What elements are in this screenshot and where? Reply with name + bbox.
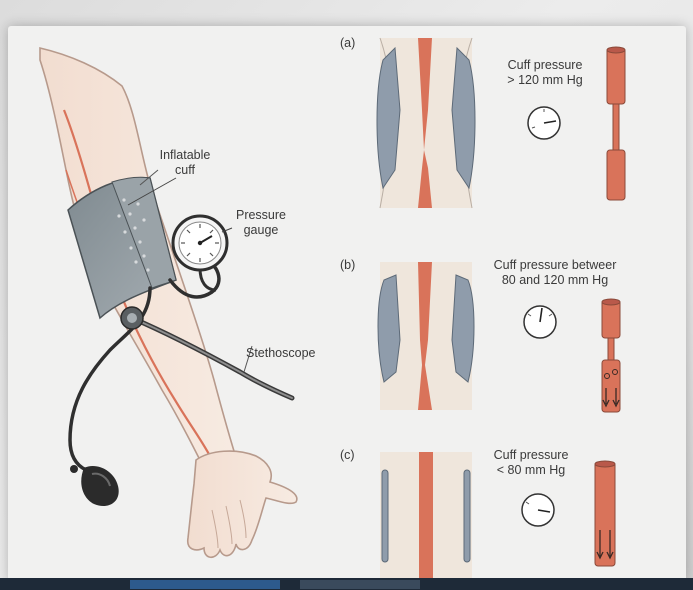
caption-a: Cuff pressure > 120 mm Hg <box>490 58 600 88</box>
panel-tag-b: (b) <box>340 258 356 272</box>
artery-tube-icon <box>594 460 616 567</box>
artery-tube-icon <box>601 298 621 413</box>
caption-line: > 120 mm Hg <box>507 73 583 87</box>
cuff-block-left <box>376 46 401 190</box>
artery-segment <box>418 38 432 150</box>
label-line: gauge <box>243 223 279 237</box>
label-pressure-gauge: Pressure gauge <box>226 208 296 238</box>
pressure-gauge-icon <box>171 214 229 292</box>
label-stethoscope: Stethoscope <box>246 346 316 360</box>
cuff-block-right <box>451 46 476 190</box>
caption-line: 80 and 120 mm Hg <box>501 273 609 287</box>
label-line: Inflatable <box>159 148 211 162</box>
panel-a <box>376 37 626 209</box>
taskbar-item[interactable] <box>300 580 420 589</box>
caption-line: Cuff pressure <box>507 58 583 72</box>
panel-b <box>377 262 621 413</box>
label-inflatable-cuff: Inflatable cuff <box>150 148 220 178</box>
gauge-icon <box>523 305 557 339</box>
panel-c <box>380 452 616 578</box>
caption-line: Cuff pressure <box>493 448 569 462</box>
panel-tag-a: (a) <box>340 36 356 50</box>
gauge-icon <box>527 106 561 140</box>
hand <box>186 450 298 559</box>
gauge-icon <box>521 493 555 527</box>
artery-segment <box>418 262 432 410</box>
caption-line: Cuff pressure betweer <box>493 258 617 272</box>
hand-pump-bulb-icon <box>70 465 119 506</box>
panel-tag-c: (c) <box>340 448 355 462</box>
artery-tube-icon <box>606 46 626 201</box>
artery-segment <box>419 452 433 578</box>
stethoscope <box>120 306 295 401</box>
label-line: cuff <box>175 163 195 177</box>
caption-c: Cuff pressure < 80 mm Hg <box>476 448 586 478</box>
caption-line: < 80 mm Hg <box>496 463 566 477</box>
taskbar-item[interactable] <box>130 580 280 589</box>
caption-b: Cuff pressure betweer 80 and 120 mm Hg <box>480 258 630 288</box>
label-line: Pressure <box>235 208 287 222</box>
